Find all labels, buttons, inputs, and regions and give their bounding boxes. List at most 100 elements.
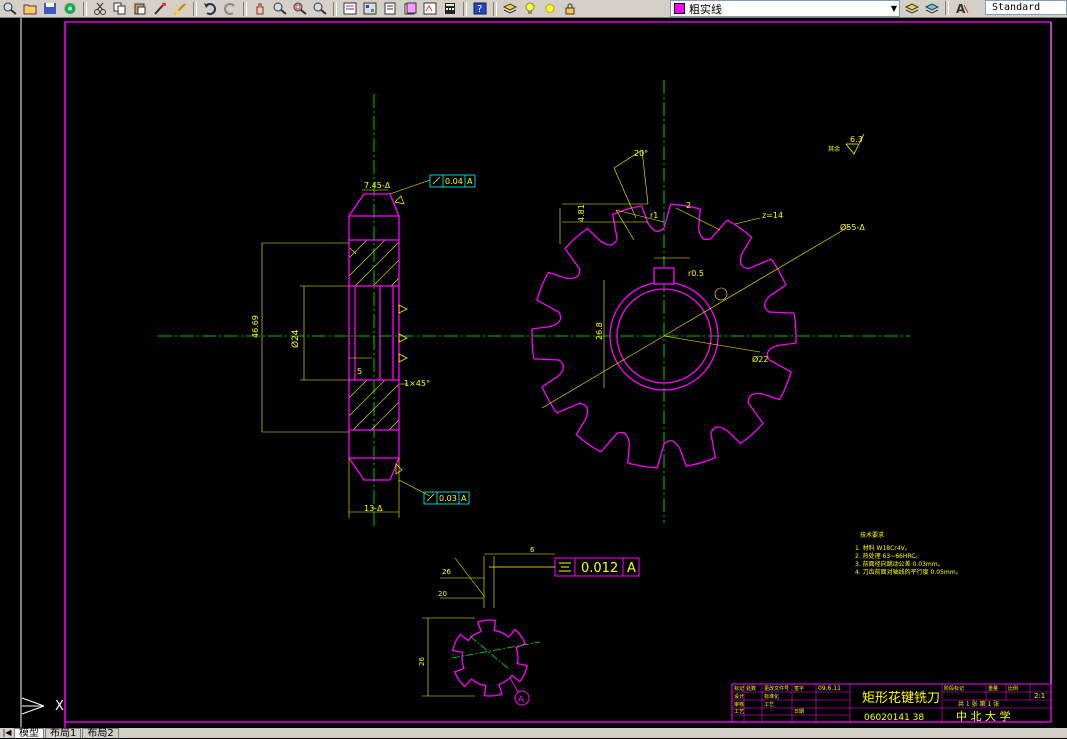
ucs-icon: X	[21, 697, 64, 715]
drawing-canvas[interactable]: 46.69 Ø24 5 13-Δ 7.45-Δ 1×45° 0.04 A	[0, 18, 1067, 728]
layer-name: 粗实线	[689, 2, 722, 16]
layout-tabs: |◀ 模型 布局1 布局2	[0, 728, 1067, 739]
cutter-tooth-profile	[531, 203, 797, 469]
match-properties-icon[interactable]	[152, 2, 168, 16]
dim-phi22: Ø22	[752, 354, 768, 364]
dim-46-69: 46.69	[251, 315, 260, 338]
block-editor-icon[interactable]	[172, 2, 188, 16]
dim-phi-24: Ø24	[290, 329, 301, 348]
svg-text:工艺: 工艺	[734, 709, 744, 715]
dim-26-8: 26.8	[595, 322, 604, 340]
svg-text:A: A	[461, 494, 467, 503]
tool-palettes-icon[interactable]	[382, 2, 398, 16]
layer-on-bulb-icon[interactable]	[522, 2, 538, 16]
zoom-window-icon[interactable]	[292, 2, 308, 16]
design-center-icon[interactable]	[362, 2, 378, 16]
part-name: 矩形花键铣刀	[862, 690, 940, 706]
dim-26-top: 26	[442, 568, 451, 576]
technical-notes: 技术要求 1. 材料 W18Cr4V。 2. 热处理 63~66HRC。 3. …	[855, 531, 962, 576]
tolerance-frame-004: 0.04 A	[429, 174, 476, 188]
layer-thaw-sun-icon[interactable]	[542, 2, 558, 16]
svg-text:设计: 设计	[734, 693, 744, 700]
layer-lock-icon[interactable]	[562, 2, 578, 16]
cut-icon[interactable]	[92, 2, 108, 16]
tab-model[interactable]: 模型	[14, 728, 44, 739]
layer-manager-icon[interactable]	[502, 2, 518, 16]
calculator-icon[interactable]	[442, 2, 458, 16]
toolbar-separator	[463, 1, 467, 16]
svg-text:日期: 日期	[794, 709, 804, 715]
sheet-info: 共 1 张 第 1 张	[958, 700, 999, 708]
layer-dropdown[interactable]: 粗实线 ▼	[670, 0, 900, 17]
dim-13: 13-Δ	[364, 504, 383, 513]
toolbar-separator	[193, 1, 197, 16]
svg-text:其余: 其余	[828, 145, 840, 153]
copy-icon[interactable]	[112, 2, 128, 16]
svg-text:0.04: 0.04	[445, 177, 463, 186]
text-style-icon[interactable]: A	[954, 1, 970, 15]
tab-nav-first-icon[interactable]: |◀	[2, 728, 12, 737]
svg-text:A: A	[467, 177, 473, 186]
paste-icon[interactable]	[132, 2, 148, 16]
markup-icon[interactable]	[422, 2, 438, 16]
make-object-layer-current-icon[interactable]	[904, 1, 920, 15]
text-style-dropdown[interactable]: Standard	[985, 0, 1067, 15]
layer-color-swatch	[674, 3, 685, 14]
side-view-dimensions: 46.69 Ø24 5 13-Δ 7.45-Δ 1×45°	[251, 181, 430, 513]
dim-r1: r1	[650, 211, 658, 220]
dim-6: 6	[530, 546, 535, 554]
svg-text:比例: 比例	[1008, 685, 1018, 692]
dim-phi55: Ø55-Δ	[840, 222, 865, 232]
svg-text:A: A	[518, 695, 525, 705]
dim-chamfer: 1×45°	[404, 379, 430, 388]
roughness-symbol: 其余 6.3	[828, 133, 865, 155]
toolbar-separator	[493, 1, 497, 16]
toolbar-separator	[243, 1, 247, 16]
tech-title: 技术要求	[860, 531, 884, 539]
properties-icon[interactable]	[342, 2, 358, 16]
chevron-down-icon[interactable]: ▼	[890, 4, 898, 13]
tolerance-frame-003: 0.03 A	[423, 491, 470, 505]
zoom-icon[interactable]	[272, 2, 288, 16]
sheet-set-icon[interactable]	[402, 2, 418, 16]
svg-text:阶段标记: 阶段标记	[944, 685, 964, 692]
angle-20: 20°	[634, 149, 648, 158]
pan-icon[interactable]	[252, 2, 268, 16]
undo-icon[interactable]	[202, 2, 218, 16]
help-icon[interactable]: ?	[472, 2, 488, 16]
svg-text:工艺: 工艺	[764, 702, 774, 708]
svg-text:处数: 处数	[746, 685, 756, 692]
svg-text:标准化: 标准化	[764, 693, 779, 700]
zoom-realtime-icon[interactable]	[2, 2, 18, 16]
svg-text:0.03: 0.03	[439, 494, 457, 503]
tab-layout2[interactable]: 布局2	[82, 728, 119, 739]
svg-text:?: ?	[477, 4, 482, 15]
redo-icon[interactable]	[222, 2, 238, 16]
svg-text:审核: 审核	[734, 701, 744, 708]
title-date: 09.6.11	[818, 685, 841, 692]
zoom-previous-icon[interactable]	[312, 2, 328, 16]
svg-text:更改文件号: 更改文件号	[764, 685, 789, 692]
layer-previous-icon[interactable]	[924, 1, 940, 15]
svg-text:签字: 签字	[794, 685, 804, 692]
toolbar-separator	[333, 1, 337, 16]
note-3: 3. 前面径向跳动公差 0.03mm。	[855, 560, 944, 568]
svg-text:0.012: 0.012	[581, 561, 618, 576]
side-section-view: 46.69 Ø24 5 13-Δ 7.45-Δ 1×45° 0.04 A	[158, 94, 910, 528]
dim-20: 20	[438, 590, 447, 598]
svg-text:A: A	[956, 2, 966, 15]
tab-layout1[interactable]: 布局1	[45, 728, 82, 739]
svg-text:A: A	[627, 561, 636, 576]
note-2: 2. 热处理 63~66HRC。	[855, 552, 921, 560]
dim-7-45: 7.45-Δ	[364, 181, 391, 190]
svg-text:重量: 重量	[988, 685, 998, 692]
open-file-icon[interactable]	[22, 2, 38, 16]
svg-text:标记: 标记	[734, 685, 744, 692]
scale: 2:1	[1034, 692, 1045, 700]
dim-5: 5	[357, 367, 362, 376]
save-icon[interactable]	[42, 2, 58, 16]
plot-icon[interactable]	[62, 2, 78, 16]
school-name: 中 北 大 学	[956, 709, 1011, 723]
svg-text:6.3: 6.3	[850, 135, 863, 144]
toolbar-separator	[945, 1, 949, 15]
